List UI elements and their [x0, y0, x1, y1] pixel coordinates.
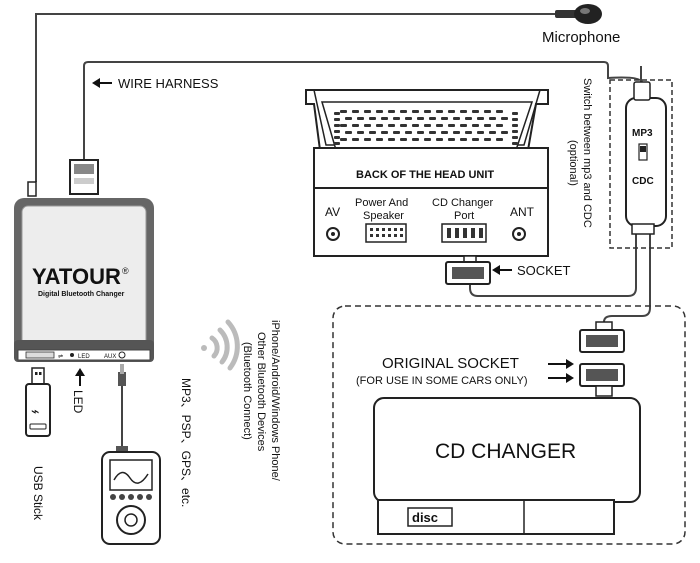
original-socket-cable [603, 230, 651, 323]
cd-changer-label: CD CHANGER [435, 440, 576, 463]
aux-jack-icon [118, 351, 126, 359]
bluetooth-devices-line3: (Bluetooth Connect) [241, 342, 253, 440]
mp3-devices-label: MP3、PSP、GPS、etc. [179, 378, 193, 507]
microphone-label: Microphone [542, 29, 620, 46]
wire-harness-arrow-icon [92, 78, 112, 88]
power-speaker-label-line1: Power And [355, 197, 408, 209]
original-socket-optional-box [332, 305, 686, 545]
ant-label: ANT [510, 205, 535, 219]
mp3-switch-label: MP3 [632, 128, 653, 139]
aux-plug-icon [118, 364, 126, 386]
bluetooth-devices-line2: Other Bluetooth Devices [255, 332, 267, 452]
head-unit-label: BACK OF THE HEAD UNIT [356, 169, 494, 181]
original-socket-arrow-icon [548, 359, 574, 383]
bluetooth-devices-line1: iPhone/Android/Windows Phone/ [269, 320, 281, 482]
original-socket-note: (FOR USE IN SOME CARS ONLY) [356, 375, 528, 387]
led-indicator-icon [70, 353, 74, 357]
yatour-changer-device: YATOUR ® Digital Bluetooth Changer ⇌ LED… [14, 159, 154, 362]
socket-plug-icon [445, 255, 491, 285]
switch-description-line1: Switch between mp3 and CDC [581, 78, 593, 228]
cables [35, 13, 651, 450]
led-port-label: LED [78, 354, 90, 360]
led-arrow-icon [75, 368, 85, 386]
wire-harness-cable [83, 61, 643, 162]
led-label: LED [71, 390, 85, 414]
microphone-icon [555, 4, 602, 24]
switch-description-line2: (optional) [567, 140, 579, 186]
cdc-switch-label: CDC [632, 176, 654, 187]
mp3-cdc-switch: MP3 CDC [625, 81, 667, 235]
head-unit-vent [334, 110, 518, 145]
usb-port-icon [25, 351, 55, 359]
brand-logo: YATOUR [32, 264, 121, 289]
wire-harness-label: WIRE HARNESS [118, 76, 219, 91]
switch-optional-box [609, 79, 673, 249]
socket-cable [469, 230, 637, 297]
disc-logo-text: disc [412, 510, 438, 525]
original-socket-plug-icon [579, 321, 625, 397]
brand-registered-mark: ® [122, 266, 129, 276]
brand-subtitle: Digital Bluetooth Changer [38, 291, 125, 298]
power-speaker-connector-icon [365, 223, 407, 243]
cd-port-label-line1: CD Changer [432, 197, 493, 209]
original-socket-label: ORIGINAL SOCKET [382, 355, 519, 372]
disc-logo-icon [407, 507, 453, 527]
cd-port-label-line2: Port [454, 210, 474, 222]
cd-changer-unit: CD CHANGER disc [373, 397, 641, 535]
svg-text:⌁: ⌁ [31, 403, 39, 419]
av-label: AV [325, 205, 340, 219]
usb-port-symbol: ⇌ [58, 353, 63, 360]
head-unit: BACK OF THE HEAD UNIT AV Power And Speak… [305, 89, 549, 257]
wireless-signal-icon [201, 319, 240, 371]
socket-arrow-icon [492, 265, 512, 275]
usb-stick-icon: ⌁ [25, 367, 51, 437]
power-speaker-label-line2: Speaker [363, 210, 404, 222]
aux-port-label: AUX [104, 354, 116, 360]
socket-label: SOCKET [517, 263, 571, 278]
microphone-cable [35, 13, 570, 182]
mp3-player-icon [101, 446, 161, 545]
usb-stick-label: USB Stick [31, 466, 45, 521]
